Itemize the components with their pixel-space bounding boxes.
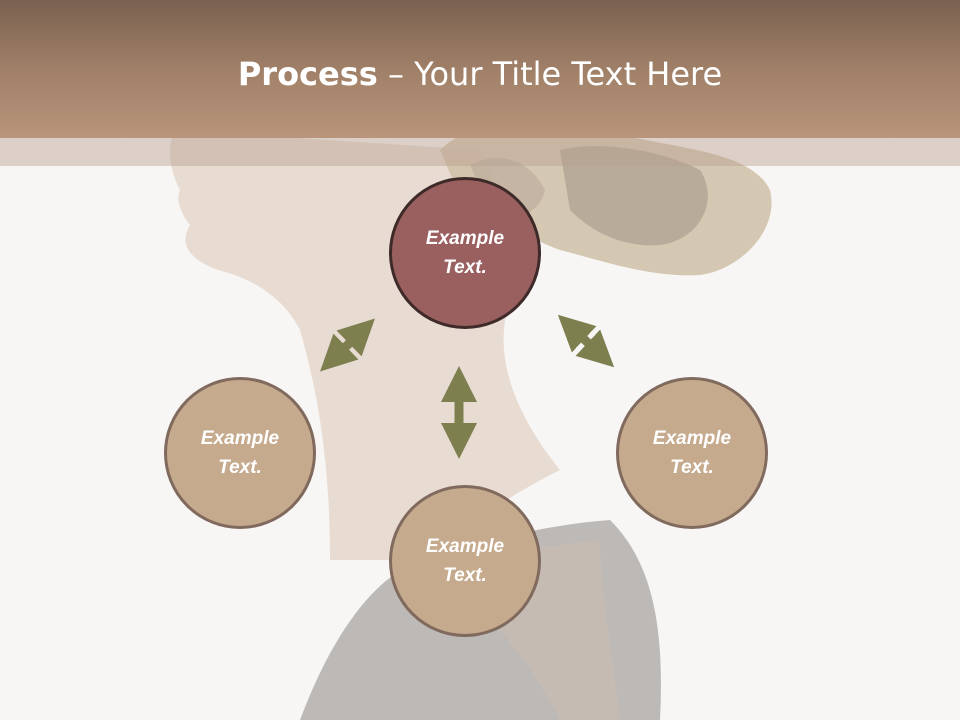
title-dash: – <box>377 55 415 93</box>
node-label-line2: Text. <box>443 257 487 278</box>
double-arrow-icon <box>320 318 375 372</box>
double-arrow-icon <box>557 314 615 368</box>
node-label-line2: Text. <box>443 565 487 586</box>
title-bar <box>0 0 960 138</box>
page-title: Process – Your Title Text Here <box>0 52 960 96</box>
node-label-line2: Text. <box>670 457 714 478</box>
node-label-line2: Text. <box>218 457 262 478</box>
process-node-right: Example Text. <box>616 377 768 529</box>
node-label-line1: Example <box>652 428 732 449</box>
node-label-line1: Example <box>200 428 280 449</box>
process-node-center: Example Text. <box>389 177 541 329</box>
title-bold-word: Process <box>237 55 378 93</box>
process-node-left: Example Text. <box>164 377 316 529</box>
node-label-line1: Example <box>425 536 505 557</box>
node-label-line1: Example <box>425 228 505 249</box>
title-bar-shadow-band <box>0 138 960 166</box>
title-text: Your Title Text Here <box>414 55 723 93</box>
process-node-bottom: Example Text. <box>389 485 541 637</box>
